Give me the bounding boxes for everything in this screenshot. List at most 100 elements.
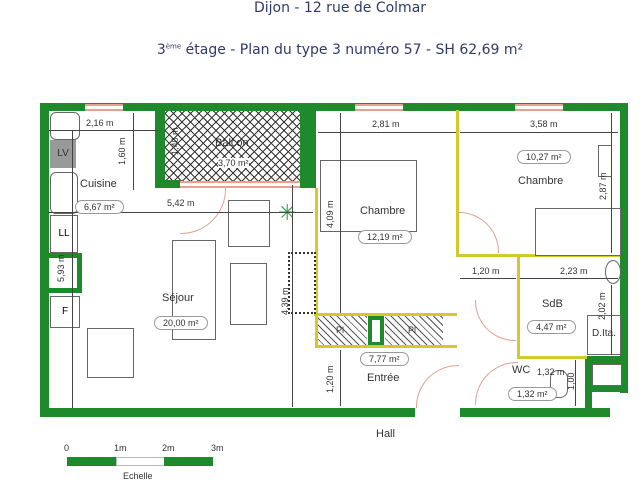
closet-label: Pl <box>408 325 417 335</box>
room-label-sejour: Séjour <box>162 292 194 304</box>
area-entree: 7,77 m² <box>360 352 409 366</box>
wall <box>40 103 628 111</box>
wall <box>585 385 628 392</box>
coffee-table <box>230 263 267 325</box>
partition <box>315 188 318 348</box>
sink <box>50 112 80 140</box>
dim-1-60: 1,60 m <box>117 137 127 165</box>
plant-icon: ✳ <box>278 200 297 225</box>
floor-number: 3 <box>156 42 166 58</box>
window <box>180 181 300 188</box>
area-wc: 1,32 m² <box>508 387 557 401</box>
dim-1-20-b: 1,20 m <box>325 365 335 393</box>
area-cuisine: 6,67 m² <box>75 200 124 214</box>
entry-door[interactable] <box>416 365 459 408</box>
wall <box>585 356 628 364</box>
dim-1-00: 1,00 <box>566 372 576 390</box>
dimension-line <box>292 185 293 407</box>
stove <box>50 172 78 214</box>
door[interactable] <box>180 188 226 234</box>
subtitle-text: étage - Plan du type 3 numéro 57 - SH 62… <box>181 42 524 58</box>
scale-tick-0: 0 <box>64 443 70 453</box>
dimension-line <box>340 350 341 406</box>
dimension-line <box>72 130 73 408</box>
shower-label: D.Ita. <box>592 328 616 339</box>
area-sejour: 20,00 m² <box>154 316 208 330</box>
dimension-line <box>611 285 612 355</box>
plan-subtitle: 3ème étage - Plan du type 3 numéro 57 - … <box>0 42 640 58</box>
washer-lv: LV <box>50 140 76 168</box>
area-sdb: 4,47 m² <box>527 320 576 334</box>
washbasin <box>605 260 621 284</box>
dimension-line <box>48 130 158 131</box>
dimension-line <box>133 113 134 190</box>
dimension-line <box>340 113 341 313</box>
room-label-sdb: SdB <box>542 298 563 310</box>
dining-table <box>87 328 134 378</box>
dim-3-58: 3,58 m <box>530 119 558 129</box>
dim-2-81: 2,81 m <box>372 119 400 129</box>
wall <box>155 103 165 188</box>
armchair <box>228 200 270 247</box>
dishwasher-ll: LL <box>50 215 78 253</box>
door[interactable] <box>475 300 516 341</box>
room-label-cuisine: Cuisine <box>80 178 117 190</box>
dimension-line <box>48 212 313 213</box>
dimension-line <box>460 132 618 133</box>
area-chambre-1: 12,19 m² <box>358 230 412 244</box>
scale-tick-1m: 1m <box>114 443 127 453</box>
area-chambre-2: 10,27 m² <box>517 150 571 164</box>
closet <box>385 316 443 346</box>
dim-1-20-a: 1,20 m <box>472 266 500 276</box>
room-label-entree: Entrée <box>367 372 400 384</box>
door[interactable] <box>458 212 499 253</box>
page-title: Dijon - 12 rue de Colmar <box>253 0 427 16</box>
room-label-chambre-2: Chambre <box>518 175 564 187</box>
wall <box>40 103 49 417</box>
dim-4-39: 4,39 m <box>280 287 290 315</box>
scale-segment <box>164 457 213 466</box>
scale-tick-2m: 2m <box>162 443 175 453</box>
dimension-line <box>460 278 516 279</box>
hall-label: Hall <box>376 428 395 440</box>
scale-segment <box>116 457 166 466</box>
balcony-area <box>165 110 301 182</box>
window <box>85 104 123 111</box>
dim-4-09: 4,09 m <box>325 200 335 228</box>
window <box>355 104 403 111</box>
area-balcon: 3,70 m² <box>218 158 249 168</box>
dimension-line <box>611 113 612 253</box>
dim-2-87: 2,87 m <box>598 172 608 200</box>
wall <box>620 103 628 393</box>
shower <box>587 315 621 355</box>
closet <box>317 316 367 346</box>
scale-segment <box>67 457 116 466</box>
wall <box>48 288 82 293</box>
floor-suffix: ème <box>165 42 182 51</box>
room-label-chambre-1: Chambre <box>360 205 406 217</box>
dimension-line <box>575 360 576 406</box>
partition <box>314 313 457 316</box>
wall <box>48 253 82 258</box>
bed <box>535 208 621 256</box>
partition <box>517 356 587 359</box>
dim-2-02: 2,02 m <box>597 292 607 320</box>
dim-5-93: 5,93 m <box>56 254 66 282</box>
storage-box <box>592 364 622 386</box>
dim-1-40: 1,40 m <box>170 127 180 155</box>
closet-label: Pl <box>336 325 345 335</box>
bed <box>320 160 417 232</box>
scale-label: Echelle <box>123 471 153 481</box>
dimension-line <box>318 132 456 133</box>
fridge-f: F <box>50 296 80 328</box>
dim-5-42: 5,42 m <box>167 198 195 208</box>
room-label-balcon: Balcon <box>215 137 249 149</box>
dimension-line <box>520 278 618 279</box>
partition <box>456 110 459 256</box>
room-label-wc: WC <box>512 364 531 376</box>
wall <box>77 253 82 293</box>
partition <box>517 254 520 358</box>
scale-tick-3m: 3m <box>211 443 224 453</box>
wall <box>460 408 610 417</box>
window <box>515 104 563 111</box>
